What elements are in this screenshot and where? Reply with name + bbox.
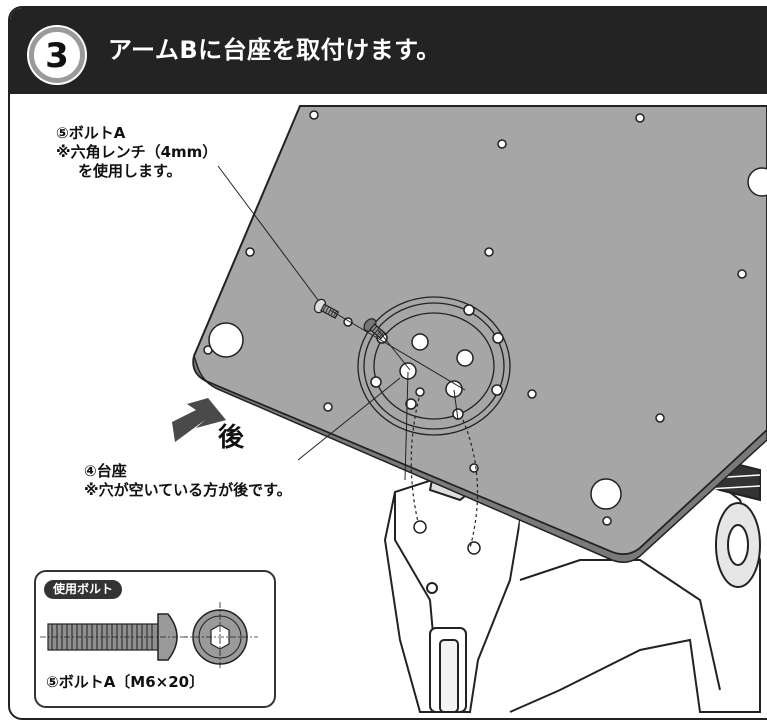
hex-wrench-note-cont: を使用します。 <box>78 162 182 180</box>
alignment-dashes <box>410 397 479 549</box>
rear-direction-arrow-icon <box>172 398 226 442</box>
step-number: 3 <box>45 36 69 76</box>
bolt-a-pair <box>313 298 387 340</box>
leader-lines <box>217 165 466 481</box>
plate-holes <box>203 110 767 526</box>
base-plate <box>192 105 767 563</box>
base-label: ④台座 <box>84 462 127 480</box>
step-title: アームBに台座を取付けます。 <box>108 36 441 64</box>
bolt-a-label: ⑤ボルトA <box>56 124 126 142</box>
base-ring-holes <box>370 304 504 420</box>
hex-wrench-note: ※六角レンチ（4mm） <box>56 143 218 161</box>
rear-label: 後 <box>218 423 245 453</box>
step-number-badge: 3 <box>29 27 85 83</box>
base-ring <box>357 296 511 436</box>
legend-caption: ⑤ボルトA〔M6×20〕 <box>46 673 205 691</box>
base-hole-note: ※穴が空いている方が後です。 <box>84 481 292 499</box>
legend-title: 使用ボルト <box>44 580 123 599</box>
step-header: 3 アームBに台座を取付けます。 <box>10 8 767 94</box>
